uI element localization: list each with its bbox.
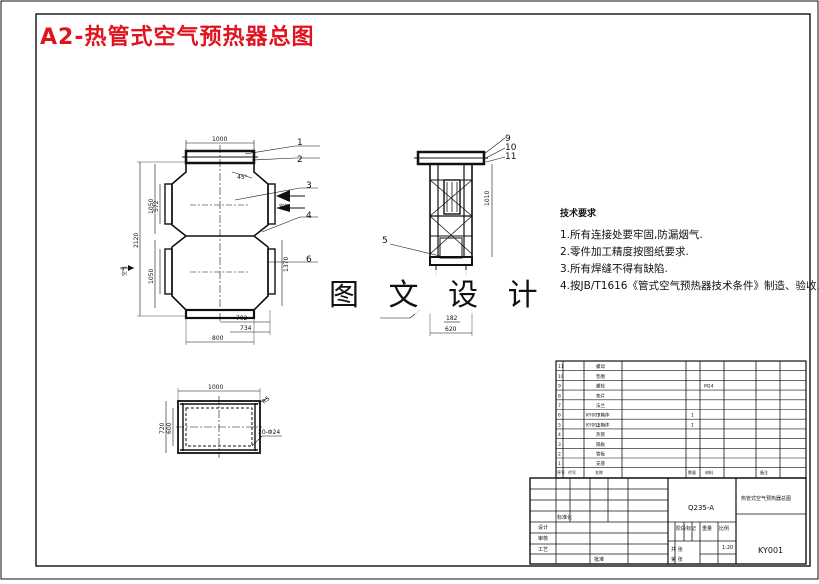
front-dim-lower-right: 1370 (283, 257, 290, 272)
front-dim-734: 734 (240, 325, 252, 332)
side-dim-w2: 620 (445, 326, 457, 333)
sheet-label: 第 张 (671, 556, 683, 563)
checker-label: 审核 (538, 535, 548, 542)
leader-label-4: 4 (306, 211, 312, 221)
parts-header-name: 名称 (595, 469, 603, 475)
section-dim-h2: 600 (166, 422, 173, 434)
notes-heading: 技术要求 (560, 209, 597, 219)
front-view (120, 140, 320, 345)
parts-cell-name: 上箱体 (596, 421, 610, 428)
parts-cell-no: 7 (558, 403, 561, 409)
front-dim-total-height: 2120 (133, 233, 140, 248)
air-label-right: 空气 (279, 203, 289, 210)
parts-cell-no: 6 (558, 413, 561, 419)
parts-header-no: 序号 (557, 469, 565, 475)
sheets-label: 共 张 (671, 546, 683, 553)
front-dim-top-width: 1000 (212, 136, 227, 143)
watermark: 图 文 设 计 (323, 270, 554, 314)
front-dim-upper-inner: 572 (153, 200, 160, 212)
leader-label-11: 11 (505, 152, 516, 162)
front-dim-bottom-width: 800 (212, 335, 224, 342)
front-dim-upper-h: 1050 (148, 199, 155, 214)
drawing-title: A2-热管式空气预热器总图 (40, 25, 315, 50)
parts-cell-no: 5 (558, 422, 561, 428)
designer-label: 设计 (538, 524, 548, 531)
parts-cell-no: 1 (558, 461, 561, 467)
parts-cell-name: 螺母 (596, 363, 605, 370)
parts-header-code: 代号 (568, 469, 576, 475)
parts-cell-name: 隔板 (596, 441, 605, 448)
parts-header-note: 备注 (760, 469, 768, 475)
parts-cell-no: 2 (558, 452, 561, 458)
parts-cell-qty: 1 (691, 413, 694, 419)
section-view (165, 388, 282, 458)
section-dim-width: 1000 (208, 384, 223, 391)
parts-cell-code: KY002 (586, 422, 600, 428)
leader-label-6: 6 (306, 255, 312, 265)
parts-cell-name: 垫片 (596, 392, 605, 399)
parts-cell-name: 法兰 (596, 402, 605, 409)
drawing-name-cell: 热管式空气预热器总图 (741, 495, 791, 502)
parts-cell-no: 11 (558, 364, 564, 370)
approve-label: 批准 (594, 556, 604, 563)
parts-cell-no: 10 (558, 374, 564, 380)
technical-notes: 技术要求 1.所有连接处要牢固,防漏烟气. 2.零件加工精度按图纸要求. 3.所… (560, 206, 819, 295)
stage-label: 阶段标记 (676, 525, 696, 532)
standard-label: 标准化 (557, 514, 572, 521)
parts-cell-name: 热管 (596, 431, 605, 438)
leader-label-1: 1 (297, 138, 303, 148)
parts-cell-material: M24 (704, 384, 714, 390)
process-label: 工艺 (538, 547, 548, 553)
front-dim-702: 702 (236, 315, 248, 322)
side-dim-w1: 182 (446, 315, 458, 322)
material-cell: Q235-A (688, 504, 714, 512)
inner-border (35, 13, 811, 567)
scale-label: 比例 (719, 525, 729, 532)
note-item: 2.零件加工精度按图纸要求. (560, 246, 689, 258)
section-dim-bolt: 20-Φ24 (258, 429, 280, 436)
front-dim-angle: 45° (237, 174, 248, 181)
parts-header-material: 材料 (705, 469, 713, 475)
parts-cell-no: 4 (558, 432, 561, 438)
leader-label-3: 3 (306, 181, 312, 191)
leader-label-10: 10 (505, 143, 517, 153)
parts-cell-name: 下箱体 (596, 412, 610, 419)
parts-cell-code: KY003 (586, 413, 600, 419)
air-label-left: 空气 (121, 266, 128, 276)
section-dim-h1: 720 (159, 422, 166, 434)
section-dim-radius: R5 (261, 395, 272, 406)
scale-cell: 1:20 (722, 545, 733, 551)
parts-cell-qty: 1 (691, 422, 694, 428)
note-item: 3.所有焊缝不得有缺陷. (560, 263, 668, 275)
note-item: 4.按JB/T1616《管式空气预热器技术条件》制造、验收. (560, 280, 819, 292)
weight-label: 重量 (702, 525, 712, 532)
side-view (380, 137, 506, 336)
parts-header-qty: 数量 (688, 469, 696, 475)
leader-label-2: 2 (297, 155, 303, 165)
title-block-lower (529, 477, 807, 565)
parts-cell-name: 垫圈 (596, 373, 605, 380)
leader-label-9: 9 (505, 134, 511, 144)
front-dim-lower-h: 1050 (148, 269, 155, 284)
parts-cell-no: 3 (558, 442, 561, 448)
parts-cell-name: 支座 (596, 460, 605, 467)
drawing-number-cell: KY001 (758, 546, 783, 555)
leader-label-5: 5 (382, 236, 388, 246)
parts-cell-no: 8 (558, 393, 561, 399)
parts-cell-no: 9 (558, 384, 561, 390)
side-dim-height: 1010 (484, 191, 491, 206)
note-item: 1.所有连接处要牢固,防漏烟气. (560, 229, 703, 241)
parts-cell-name: 螺栓 (596, 383, 605, 390)
parts-cell-name: 管板 (596, 451, 605, 458)
